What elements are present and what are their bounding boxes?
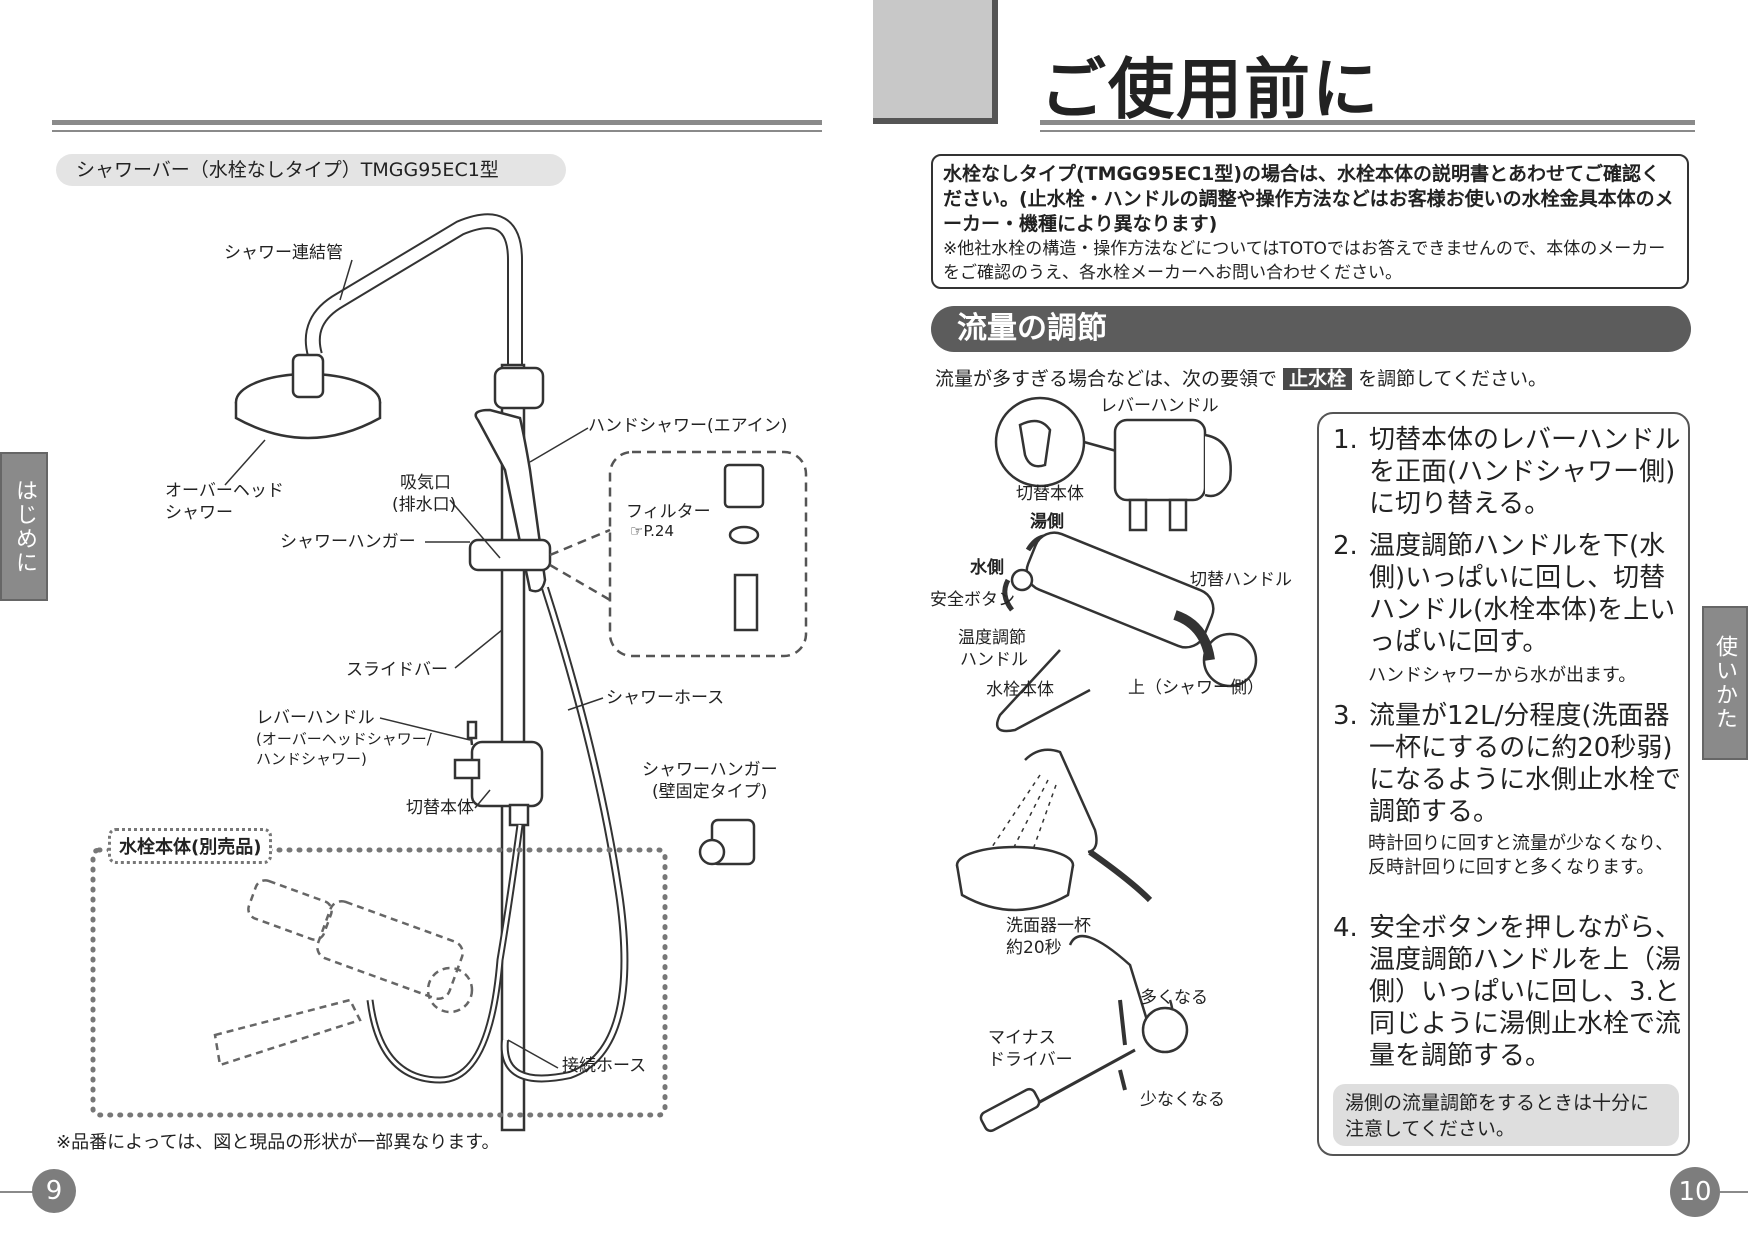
label-lever-handle-sub-1: (オーバーヘッドシャワー/ bbox=[256, 730, 432, 748]
flow-adjustment-diagram bbox=[955, 396, 1258, 1133]
diag-label-less: 少なくなる bbox=[1140, 1090, 1225, 1110]
header-rule-right bbox=[1040, 120, 1695, 125]
diag-label-up-shower-side: 上（シャワー側） bbox=[1128, 678, 1264, 698]
diag-label-cold-side: 水側 bbox=[970, 558, 1004, 578]
page-number-10: 10 bbox=[1670, 1167, 1720, 1217]
label-connecting-pipe: シャワー連結管 bbox=[224, 243, 343, 263]
title-decoration-box bbox=[873, 0, 998, 124]
page-line-right bbox=[1720, 1191, 1748, 1193]
label-lever-handle: レバーハンドル bbox=[256, 708, 375, 728]
footnote: ※品番によっては、図と現品の形状が一部異なります。 bbox=[56, 1132, 500, 1153]
notice-small-text: ※他社水栓の構造・操作方法などについてはTOTOではお答えできませんので、本体の… bbox=[943, 239, 1666, 283]
label-filter-ref: ☞P.24 bbox=[630, 522, 675, 540]
label-lever-handle-sub-2: ハンドシャワー) bbox=[256, 750, 367, 768]
diag-label-lever-handle: レバーハンドル bbox=[1100, 396, 1219, 416]
step-4: 4. 安全ボタンを押しながら、温度調節ハンドルを上（湯側）いっぱいに回し、3.と… bbox=[1333, 913, 1682, 1071]
diag-label-hot-side: 湯側 bbox=[1030, 512, 1064, 532]
diag-label-screwdriver-2: ドライバー bbox=[988, 1050, 1073, 1070]
diag-label-basin-1: 洗面器一杯 bbox=[1006, 916, 1091, 936]
page-title: ご使用前に bbox=[1040, 51, 1380, 128]
label-switch-body: 切替本体 bbox=[406, 798, 474, 818]
side-tab-introduction[interactable]: はじめに bbox=[0, 452, 48, 601]
diag-label-switch-handle: 切替ハンドル bbox=[1190, 570, 1292, 590]
diag-label-more: 多くなる bbox=[1140, 988, 1208, 1008]
steps-box bbox=[1317, 412, 1690, 1156]
label-overhead-shower-2: シャワー bbox=[165, 503, 233, 523]
intro-text: 流量が多すぎる場合などは、次の要領で 止水栓 を調節してください。 bbox=[935, 368, 1547, 390]
step-2: 2. 温度調節ハンドルを下(水側)いっぱいに回し、切替ハンドル(水栓本体)を上い… bbox=[1333, 531, 1676, 657]
label-hand-shower: ハンドシャワー(エアイン) bbox=[588, 416, 788, 436]
diag-label-screwdriver-1: マイナス bbox=[988, 1028, 1056, 1048]
label-overhead-shower-1: オーバーヘッド bbox=[165, 481, 284, 501]
diag-label-safety-button: 安全ボタン bbox=[930, 590, 1015, 610]
notice-bold-text: 水栓なしタイプ(TMGG95EC1型)の場合は、水栓本体の説明書とあわせてご確認… bbox=[943, 163, 1674, 235]
label-filter: フィルター bbox=[626, 502, 711, 522]
header-rule-left-thin bbox=[52, 130, 822, 132]
header-rule-right-thin bbox=[1040, 130, 1695, 132]
label-wall-hanger-2: (壁固定タイプ) bbox=[652, 782, 768, 802]
label-faucet-body-sold-separately: 水栓本体(別売品) bbox=[108, 828, 273, 864]
step-3: 3. 流量が12L/分程度(洗面器一杯にするのに約20秒弱)になるように水側止水… bbox=[1333, 701, 1682, 827]
label-intake-1: 吸気口 bbox=[400, 473, 451, 493]
model-label: シャワーバー（水栓なしタイプ）TMGG95EC1型 bbox=[56, 154, 566, 186]
diag-label-switch-body: 切替本体 bbox=[1016, 484, 1084, 504]
header-rule-left bbox=[52, 120, 822, 125]
diag-label-temp-handle-1: 温度調節 bbox=[958, 628, 1026, 648]
label-slide-bar: スライドバー bbox=[346, 660, 448, 680]
label-connection-hose: 接続ホース bbox=[562, 1056, 647, 1076]
label-intake-2: (排水口) bbox=[392, 495, 457, 515]
shower-bar-diagram bbox=[90, 213, 808, 1132]
label-wall-hanger-1: シャワーハンガー bbox=[642, 760, 778, 780]
diag-label-basin-2: 約20秒 bbox=[1006, 938, 1062, 958]
diag-label-temp-handle-2: ハンドル bbox=[960, 650, 1028, 670]
page-line-left bbox=[0, 1191, 34, 1193]
stop-valve-chip: 止水栓 bbox=[1283, 368, 1353, 390]
pointing-hand-icon: ☞ bbox=[630, 522, 644, 540]
step-3-note: 時計回りに回すと流量が少なくなり、反時計回りに回すと多くなります。 bbox=[1368, 833, 1674, 878]
notice-box: 水栓なしタイプ(TMGG95EC1型)の場合は、水栓本体の説明書とあわせてご確認… bbox=[931, 154, 1689, 289]
label-shower-hose: シャワーホース bbox=[606, 688, 725, 708]
section-title-flow-adjustment: 流量の調節 bbox=[931, 306, 1691, 352]
page-number-9: 9 bbox=[32, 1169, 76, 1213]
step-2-note: ハンドシャワーから水が出ます。 bbox=[1368, 665, 1637, 686]
diag-label-faucet-body: 水栓本体 bbox=[986, 680, 1054, 700]
caution-note: 湯側の流量調節をするときは十分に注意してください。 bbox=[1333, 1084, 1679, 1146]
step-1: 1. 切替本体のレバーハンドルを正面(ハンドシャワー側)に切り替える。 bbox=[1333, 425, 1681, 519]
label-shower-hanger: シャワーハンガー bbox=[280, 532, 416, 552]
side-tab-usage[interactable]: 使いかた bbox=[1702, 606, 1748, 760]
